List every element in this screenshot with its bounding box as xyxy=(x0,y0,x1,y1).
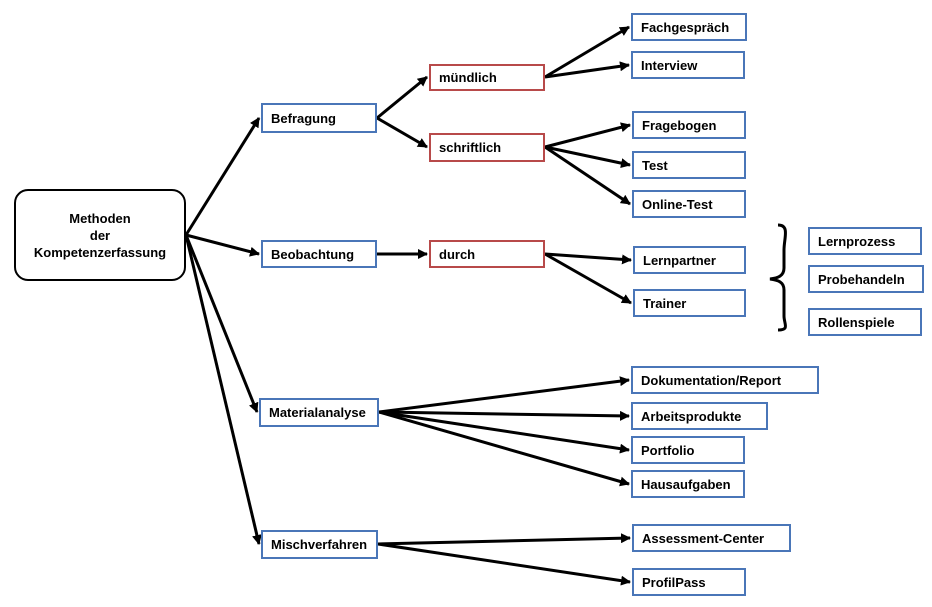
arrow-befragung-muendlich xyxy=(376,75,428,120)
node-beobachtung: Beobachtung xyxy=(261,240,377,268)
arrow-misch-profilpass xyxy=(377,542,631,586)
node-fragebogen: Fragebogen xyxy=(632,111,746,139)
node-durch: durch xyxy=(429,240,545,268)
node-lernprozess: Lernprozess xyxy=(808,227,922,255)
node-dokumentation: Dokumentation/Report xyxy=(631,366,819,394)
node-test: Test xyxy=(632,151,746,179)
arrow-schriftlich-fragebogen xyxy=(544,122,631,149)
arrow-root-befragung xyxy=(184,117,261,236)
node-portfolio: Portfolio xyxy=(631,436,745,464)
node-trainer: Trainer xyxy=(633,289,746,317)
arrow-schriftlich-test xyxy=(544,145,631,169)
node-schriftlich: schriftlich xyxy=(429,133,545,162)
arrow-material-hausaufgaben xyxy=(378,410,630,487)
arrow-durch-lernpartner xyxy=(544,252,632,265)
node-fachgespraech: Fachgespräch xyxy=(631,13,747,41)
arrow-material-portfolio xyxy=(378,410,630,454)
root-line-2: der xyxy=(89,227,111,243)
arrow-schriftlich-online-test xyxy=(544,145,631,206)
node-befragung: Befragung xyxy=(261,103,377,133)
node-assessment-center: Assessment-Center xyxy=(632,524,791,552)
arrow-material-dokumentation xyxy=(378,376,630,414)
arrow-muendlich-fachgespraech xyxy=(544,25,630,79)
root-line-1: Methoden xyxy=(69,210,131,226)
node-probehandeln: Probehandeln xyxy=(808,265,924,293)
arrow-befragung-schriftlich xyxy=(376,116,428,149)
arrow-misch-assessment xyxy=(377,533,631,546)
node-interview: Interview xyxy=(631,51,745,79)
node-rollenspiele: Rollenspiele xyxy=(808,308,922,336)
node-online-test: Online-Test xyxy=(632,190,746,218)
node-lernpartner: Lernpartner xyxy=(633,246,746,274)
root-line-3: Kompetenzerfassung xyxy=(33,244,167,260)
arrow-root-beobachtung xyxy=(185,233,260,257)
node-materialanalyse: Materialanalyse xyxy=(259,398,379,427)
arrow-root-materialanalyse xyxy=(184,234,259,413)
arrow-material-arbeitsprodukte xyxy=(378,410,630,421)
curly-brace xyxy=(769,223,787,332)
arrow-muendlich-interview xyxy=(544,61,630,79)
node-mischverfahren: Mischverfahren xyxy=(261,530,378,559)
node-profilpass: ProfilPass xyxy=(632,568,746,596)
root-node: Methoden der Kompetenzerfassung xyxy=(14,189,186,281)
node-muendlich: mündlich xyxy=(429,64,545,91)
arrow-root-mischverfahren xyxy=(184,234,262,545)
node-hausaufgaben: Hausaufgaben xyxy=(631,470,745,498)
node-arbeitsprodukte: Arbeitsprodukte xyxy=(631,402,768,430)
arrow-durch-trainer xyxy=(544,252,632,305)
